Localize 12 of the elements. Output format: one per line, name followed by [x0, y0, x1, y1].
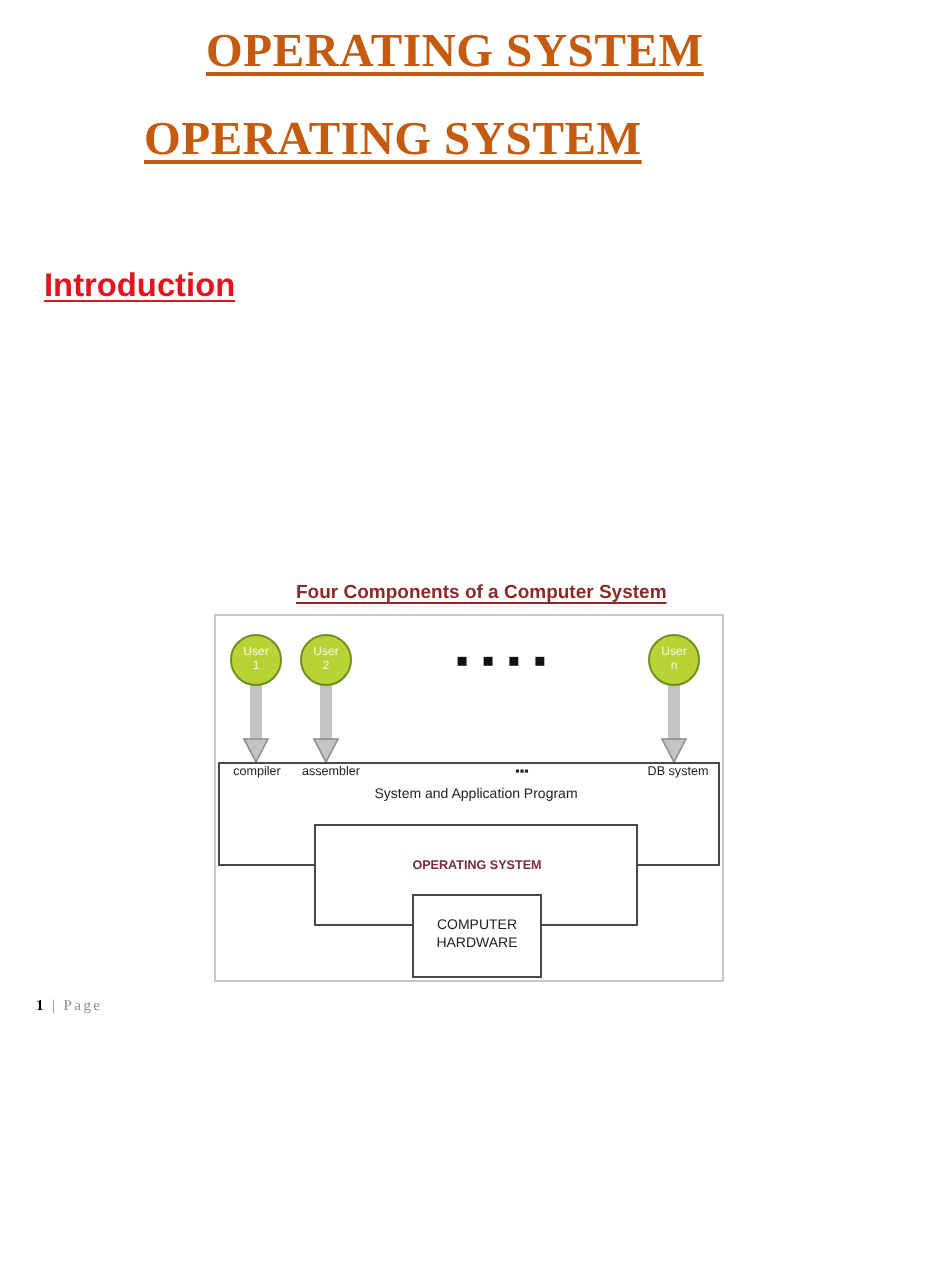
- hardware-layer-box: [412, 894, 542, 978]
- arrow: [243, 686, 269, 763]
- section-heading: Introduction: [44, 268, 236, 306]
- page-title: OPERATING SYSTEM: [206, 26, 704, 81]
- user-circle: [300, 634, 352, 686]
- arrow: [661, 686, 687, 763]
- figure-heading: Four Components of a Computer System: [296, 584, 667, 606]
- user-circle: [230, 634, 282, 686]
- arrow: [313, 686, 339, 763]
- ellipsis: ▪ ▪ ▪ ▪: [456, 652, 550, 673]
- user-circle: [648, 634, 700, 686]
- page-heading: OPERATING SYSTEM: [144, 114, 642, 169]
